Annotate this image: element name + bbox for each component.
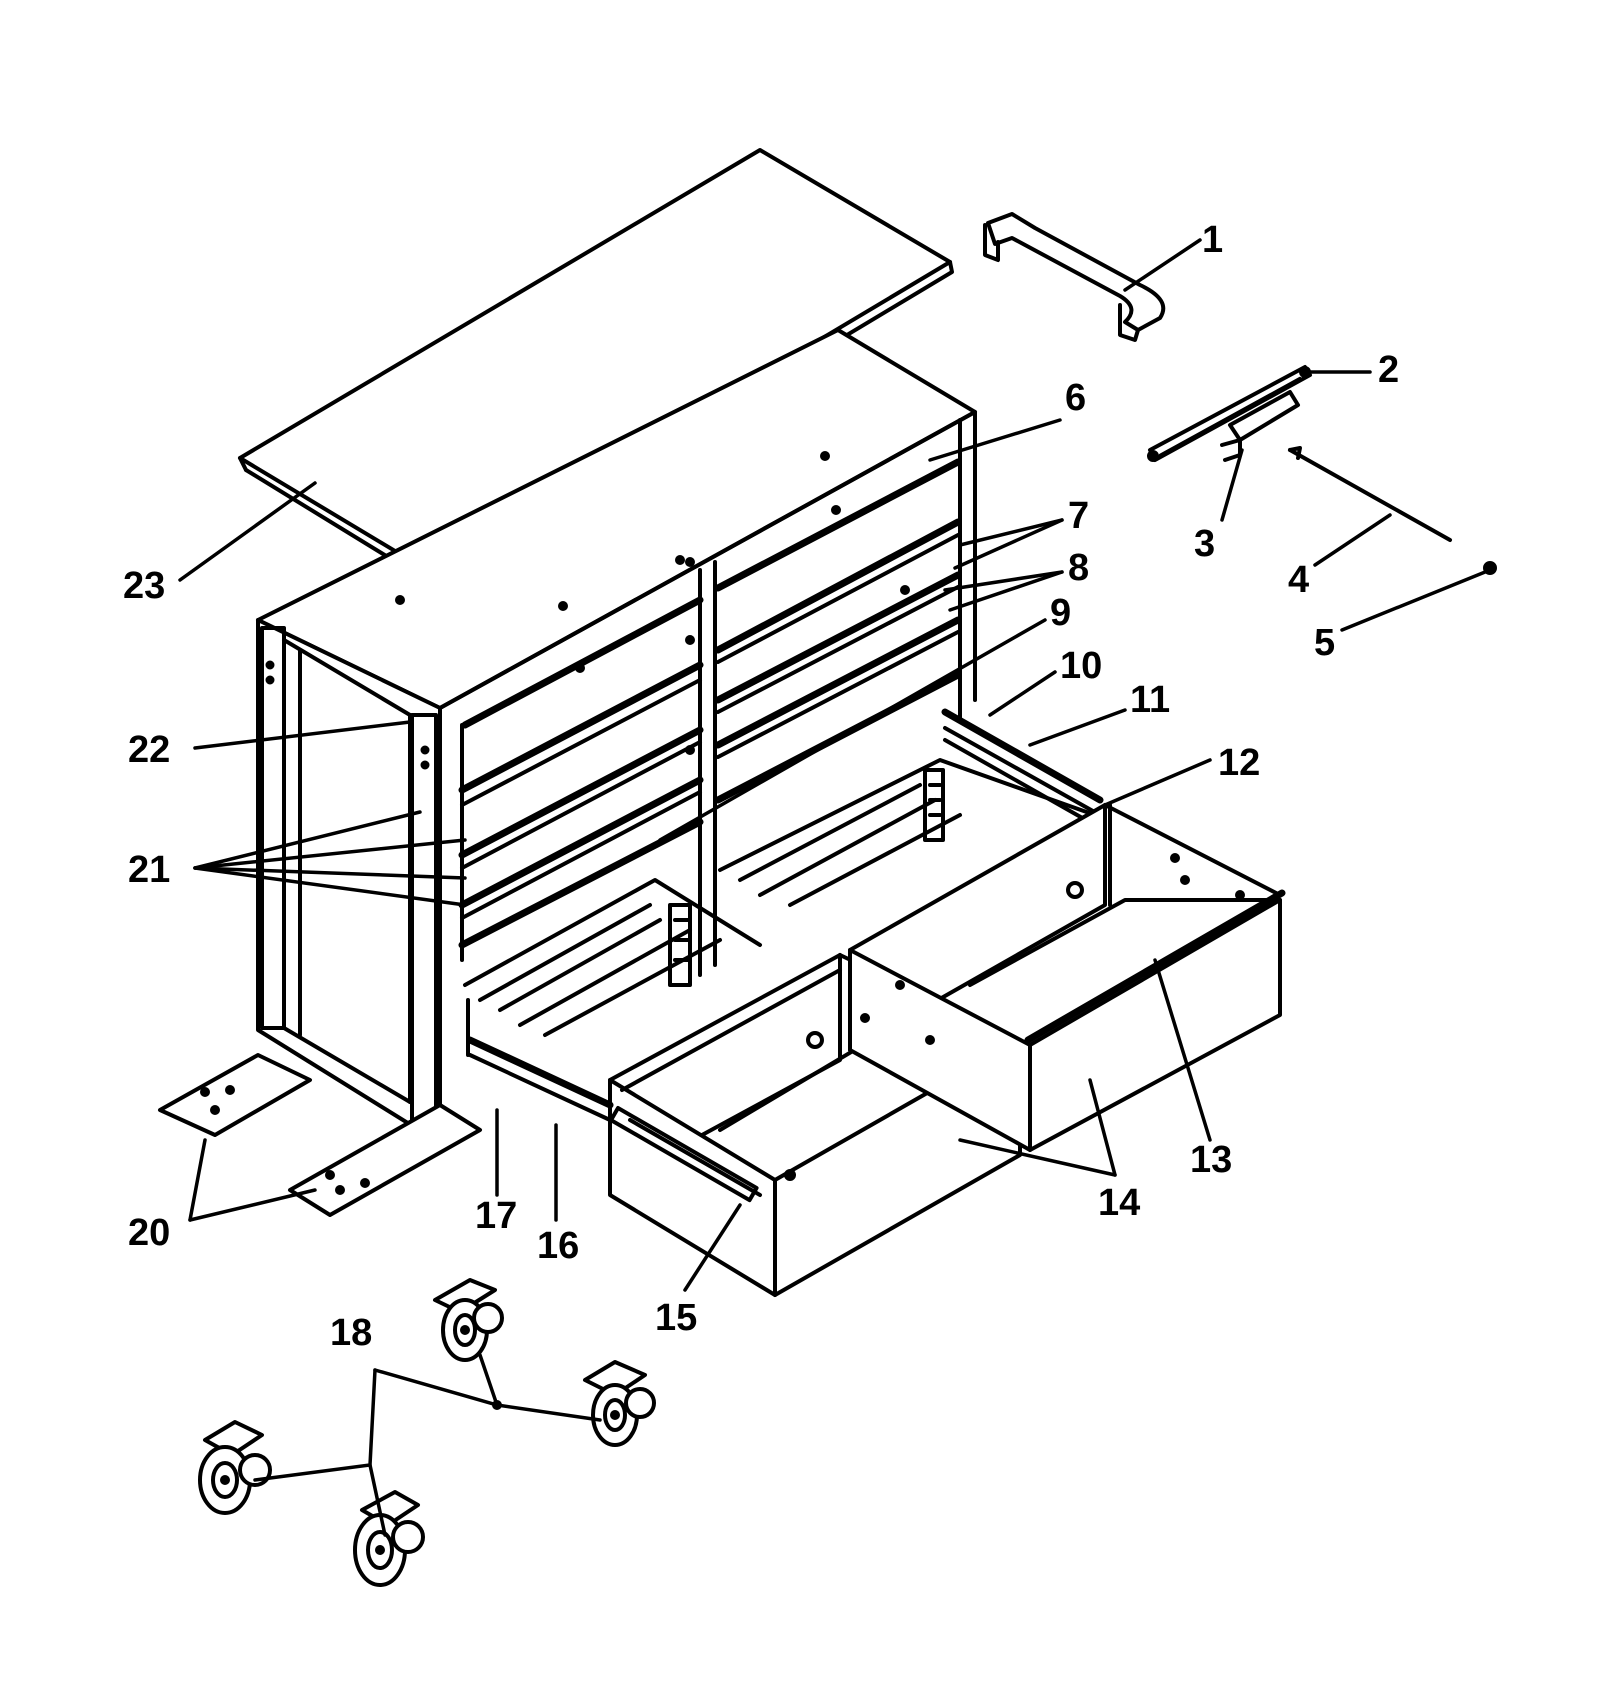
leader-6	[928, 418, 1062, 462]
callout-9: 9	[1050, 592, 1071, 634]
caster-upper-right	[583, 1360, 656, 1447]
leader-20b	[188, 1188, 317, 1222]
leader-23	[178, 481, 317, 582]
leader-7b	[953, 518, 1064, 570]
leader-18a	[253, 1368, 377, 1482]
callout-13: 13	[1190, 1139, 1232, 1181]
caster-lower-left	[198, 1420, 272, 1515]
part-lower-right-bay	[718, 708, 1104, 907]
leader-8b	[948, 570, 1064, 612]
part-lower-left-bay	[463, 878, 762, 1037]
leader-14b	[1088, 1078, 1117, 1177]
caster-upper-left	[433, 1278, 504, 1362]
callout-16: 16	[537, 1225, 579, 1267]
part-foot-brackets	[158, 1053, 482, 1217]
callout-17: 17	[475, 1195, 517, 1237]
leader-21a	[193, 810, 422, 870]
leader-15	[683, 1203, 742, 1292]
callout-15: 15	[655, 1297, 697, 1339]
leader-22	[193, 720, 412, 750]
leader-18b	[368, 1463, 387, 1537]
leader-21b	[193, 838, 467, 870]
part-side-handle	[983, 212, 1166, 342]
leader-4	[1313, 513, 1392, 567]
leader-20a	[188, 1138, 207, 1222]
leader-1	[1123, 238, 1202, 292]
leader-9	[658, 618, 1047, 842]
leader-8a	[943, 570, 1064, 592]
leader-21d	[193, 866, 467, 907]
callout-labels: 1 2 3 4 5 6 7 8 9 10 11 12 13 14 15 16 1…	[123, 219, 1399, 1354]
callout-18: 18	[330, 1312, 372, 1354]
callout-20: 20	[128, 1212, 170, 1254]
leader-21c	[193, 866, 467, 880]
leader-3	[1220, 448, 1244, 522]
part-slide-rail	[1147, 365, 1312, 462]
callout-2: 2	[1378, 349, 1399, 391]
callout-11: 11	[1130, 679, 1170, 721]
leader-12	[1103, 758, 1212, 807]
leader-10	[988, 670, 1057, 717]
callout-14: 14	[1098, 1182, 1140, 1224]
callout-1: 1	[1202, 219, 1223, 261]
leader-14a	[958, 1138, 1117, 1177]
part-cabinet-body	[256, 328, 977, 1145]
leader-7a	[958, 518, 1064, 547]
leader-18c	[373, 1353, 500, 1408]
part-bracket-clip	[1220, 390, 1300, 462]
leader-11	[1028, 708, 1127, 747]
caster-lower-right	[353, 1490, 425, 1587]
part-rod	[1288, 446, 1452, 542]
part-casters	[198, 1278, 656, 1587]
callout-5: 5	[1314, 622, 1335, 664]
callout-21: 21	[128, 849, 170, 891]
callout-10: 10	[1060, 645, 1102, 687]
callout-6: 6	[1065, 377, 1086, 419]
callout-3: 3	[1194, 523, 1215, 565]
callout-4: 4	[1288, 559, 1309, 601]
leader-13	[1153, 958, 1212, 1142]
callout-23: 23	[123, 565, 165, 607]
leader-lines	[178, 238, 1492, 1537]
callout-7: 7	[1068, 495, 1089, 537]
callout-8: 8	[1068, 547, 1089, 589]
leader-5	[1340, 568, 1492, 632]
leader-18d	[495, 1403, 602, 1422]
callout-22: 22	[128, 729, 170, 771]
callout-12: 12	[1218, 742, 1260, 784]
part-left-drawer-stack	[458, 596, 704, 962]
